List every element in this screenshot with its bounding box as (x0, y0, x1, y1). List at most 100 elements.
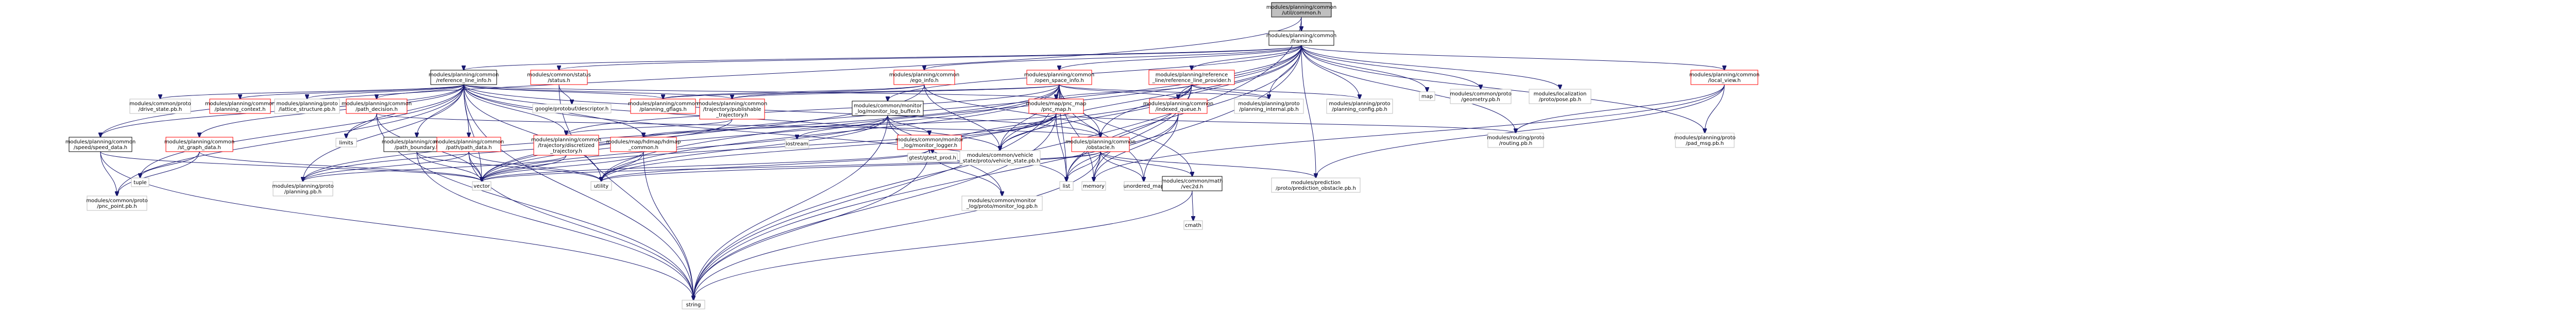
edge-modules-planning-common-ego-info-h-to-modules-planning-common-obstacle-h (924, 84, 1100, 137)
node-label-line: /trajectory/discretized (538, 143, 595, 149)
node-modules-planning-common-speed-speed-data-h[interactable]: modules/planning/common/speed/speed_data… (65, 137, 135, 152)
edge-modules-planning-common-path-decision-h-to-modules-planning-common-obstacle-h (376, 113, 1100, 137)
node-modules-map-pnc-map-pnc-map-h[interactable]: modules/map/pnc_map/pnc_map.h (1026, 99, 1087, 114)
edge-modules-planning-common-local-view-h-to-modules-prediction-proto-prediction-obstacle-pb-h (1316, 84, 1725, 178)
node-modules-planning-common-indexed-queue-h[interactable]: modules/planning/common/indexed_queue.h (1143, 99, 1213, 114)
edge-modules-planning-common-trajectory-discretized-trajectory-h-to-vector (482, 155, 567, 182)
node-box (532, 104, 612, 113)
node-modules-planning-common-path-path-data-h[interactable]: modules/planning/common/path/path_data.h (434, 137, 504, 152)
node-label-line: vector (473, 184, 490, 189)
node-box (346, 99, 408, 114)
node-label-line: /planning.pb.h (284, 189, 321, 195)
node-modules-common-status-status-h[interactable]: modules/common/status/status.h (527, 70, 591, 85)
node-modules-common-proto-pnc-point-pb-h: modules/common/proto/pnc_point.pb.h (86, 195, 148, 211)
node-box (785, 139, 809, 149)
node-label-line: modules/common/monitor (854, 103, 922, 109)
edge-modules-planning-reference-line-reference-line-provider-h-to-modules-map-pnc-map-pnc-map-h (1056, 84, 1192, 99)
node-label-line: string (686, 302, 701, 308)
node-label-line: /open_space_info.h (1035, 78, 1084, 84)
node-label-line: /pnc_map.h (1041, 107, 1071, 112)
node-label-line: _log/proto/monitor_log.pb.h (966, 204, 1038, 209)
node-modules-planning-common-frame-h[interactable]: modules/planning/common/frame.h (1266, 30, 1336, 46)
node-label-line: modules/planning/common (205, 101, 275, 107)
node-modules-planning-common-st-graph-data-h[interactable]: modules/planning/common/st_graph_data.h (164, 137, 234, 152)
node-utility: utility (590, 181, 612, 191)
node-modules-planning-common-local-view-h[interactable]: modules/planning/common/local_view.h (1689, 70, 1759, 85)
node-label-line: list (1063, 184, 1071, 189)
node-label-line: map (1421, 94, 1433, 100)
edge-modules-planning-common-local-view-h-to-modules-routing-proto-routing-pb-h (1516, 84, 1725, 133)
node-box (1419, 91, 1435, 101)
edge-modules-planning-common-frame-h-to-map (1301, 45, 1427, 92)
edge-modules-planning-common-speed-speed-data-h-to-vector (100, 151, 482, 182)
node-modules-common-proto-geometry-pb-h: modules/common/proto/geometry.pb.h (1450, 89, 1512, 104)
node-label-line: /speed/speed_data.h (74, 145, 127, 151)
edge-modules-planning-common-trajectory-discretized-trajectory-h-to-modules-planning-proto-planning-pb-h (303, 155, 567, 182)
node-label-line: _state/proto/vehicle_state.pb.h (960, 158, 1040, 164)
node-box (1268, 30, 1334, 46)
edge-modules-planning-common-frame-h-to-modules-planning-common-obstacle-h (1100, 45, 1302, 137)
node-modules-planning-common-trajectory-publishable-trajectory-h[interactable]: modules/planning/common/trajectory/publi… (697, 99, 767, 120)
edge-modules-planning-reference-line-reference-line-provider-h-to-modules-planning-proto-planning-internal-pb-h (1191, 84, 1269, 99)
edge-modules-map-hdmap-hdmap-common-h-to-vector (482, 151, 644, 182)
node-modules-planning-common-ego-info-h[interactable]: modules/planning/common/ego_info.h (889, 70, 959, 85)
node-modules-planning-common-trajectory-discretized-trajectory-h[interactable]: modules/planning/common/trajectory/discr… (531, 135, 601, 156)
node-label-line: _trajectory.h (550, 149, 582, 154)
node-modules-planning-common-reference-line-info-h[interactable]: modules/planning/common/reference_line_i… (429, 70, 499, 85)
edge-modules-planning-common-reference-line-info-h-to-modules-common-proto-drive-state-pb-h (160, 84, 464, 99)
node-modules-common-monitor-log-monitor-logger-h[interactable]: modules/common/monitor_log/monitor_logge… (895, 135, 964, 150)
node-label-line: /pnc_point.pb.h (97, 204, 137, 209)
edge-modules-planning-common-reference-line-info-h-to-string (463, 84, 693, 300)
node-label-line: /pad_msg.pb.h (1686, 141, 1724, 146)
node-label-line: _line/reference_line_provider.h (1152, 78, 1231, 84)
edge-modules-planning-common-reference-line-info-h-to-modules-common-proto-pnc-point-pb-h (117, 84, 464, 196)
node-label-line: google/protobuf/descriptor.h (535, 106, 608, 112)
edge-modules-planning-common-open-space-info-h-to-modules-planning-proto-planning-internal-pb-h (1059, 84, 1269, 99)
node-label-line: modules/planning/common (342, 101, 412, 107)
node-modules-planning-common-planning-context-h[interactable]: modules/planning/common/planning_context… (205, 99, 275, 114)
node-label-line: _trajectory.h (716, 112, 748, 118)
node-label-line: /proto/pose.pb.h (1539, 97, 1581, 103)
edge-modules-planning-common-frame-h-to-modules-planning-common-open-space-info-h (1059, 45, 1302, 70)
node-box (1026, 70, 1092, 85)
node-label-line: /proto/prediction_obstacle.pb.h (1276, 186, 1356, 191)
node-modules-common-monitor-log-monitor-log-buffer-h[interactable]: modules/common/monitor_log/monitor_log_b… (852, 101, 924, 116)
node-modules-planning-common-util-common-h: modules/planning/common/util/common.h (1266, 2, 1336, 18)
node-modules-planning-common-open-space-info-h[interactable]: modules/planning/common/open_space_info.… (1024, 70, 1094, 85)
node-label-line: /path_boundary.h (395, 145, 439, 151)
node-box (1690, 70, 1758, 85)
node-modules-planning-common-obstacle-h[interactable]: modules/planning/common/obstacle.h (1065, 137, 1136, 152)
node-label-line: modules/common/status (527, 72, 591, 78)
node-modules-map-hdmap-hdmap-common-h[interactable]: modules/map/hdmap/hdmap_common.h (606, 137, 681, 152)
node-modules-common-math-vec2d-h[interactable]: modules/common/math/vec2d.h (1161, 176, 1223, 191)
edge-modules-planning-common-frame-h-to-modules-planning-proto-planning-internal-pb-h (1269, 45, 1302, 99)
edge-modules-planning-common-trajectory-publishable-trajectory-h-to-modules-planning-proto-planning-pb-h (303, 119, 733, 182)
edge-modules-planning-common-reference-line-info-h-to-modules-planning-common-path-path-data-h (463, 84, 469, 137)
node-modules-planning-reference-line-reference-line-provider-h[interactable]: modules/planning/reference_line/referenc… (1148, 70, 1235, 85)
node-box (1148, 70, 1235, 85)
node-box (1450, 89, 1512, 104)
edge-modules-map-pnc-map-pnc-map-h-to-string (693, 113, 1057, 300)
node-label-line: iostream (786, 141, 808, 147)
node-modules-localization-proto-pose-pb-h: modules/localization/proto/pose.pb.h (1529, 89, 1591, 104)
node-modules-planning-common-path-decision-h[interactable]: modules/planning/common/path_decision.h (342, 99, 412, 114)
node-label-line: gtest/gtest_prod.h (909, 155, 956, 161)
node-box (1081, 181, 1106, 191)
node-label-line: modules/planning/common (65, 139, 135, 145)
edge-modules-planning-common-trajectory-publishable-trajectory-h-to-modules-planning-common-trajectory-discretized-trajectory-h (566, 119, 733, 135)
node-modules-planning-common-planning-gflags-h[interactable]: modules/planning/common/planning_gflags.… (628, 99, 698, 114)
edge-modules-planning-common-obstacle-h-to-unordered-map (1100, 151, 1144, 182)
node-label-line: _log/monitor_logger.h (901, 143, 957, 149)
node-label-line: modules/common/proto (86, 198, 147, 204)
node-label-line: /local_view.h (1708, 78, 1740, 84)
edge-modules-planning-common-reference-line-info-h-to-modules-planning-common-planning-context-h (240, 84, 464, 99)
edge-modules-planning-common-speed-speed-data-h-to-modules-common-proto-pnc-point-pb-h (100, 151, 117, 196)
node-box (165, 137, 233, 152)
edge-modules-planning-common-frame-h-to-string (693, 45, 1302, 300)
node-label-line: modules/planning/common (1689, 72, 1759, 78)
node-label-line: modules/planning/proto (272, 184, 333, 189)
node-vector: vector (472, 181, 492, 191)
node-label-line: modules/map/hdmap/hdmap (606, 139, 681, 145)
node-box (129, 99, 191, 114)
